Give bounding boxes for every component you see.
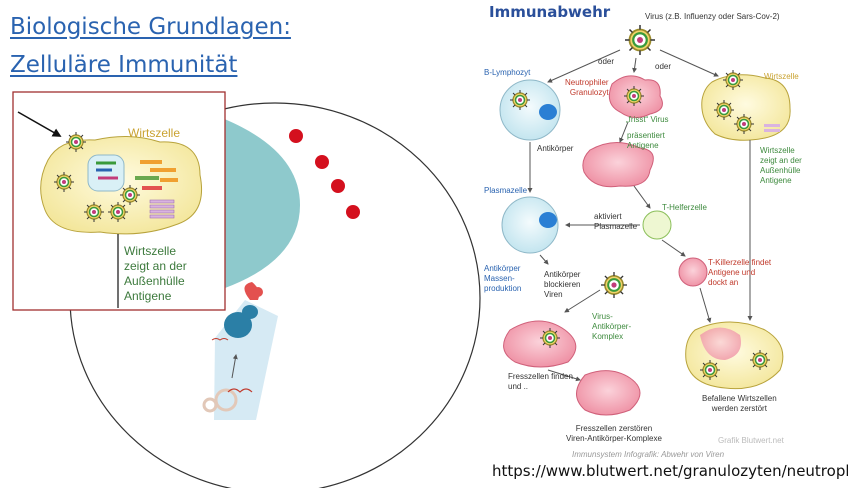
label-wirt-zeigt-line: Außenhülle bbox=[760, 166, 801, 175]
label-komplex-line: Antikörper- bbox=[592, 322, 632, 331]
label-fress-finden-line: Fresszellen finden bbox=[508, 372, 573, 381]
label-praesentiert-line: Antigene bbox=[627, 141, 659, 150]
label-credit: Grafik Blutwert.net bbox=[718, 436, 784, 445]
label-ak-block-line: blockieren bbox=[544, 280, 581, 289]
label-aktiviert-line: aktiviert bbox=[594, 212, 622, 221]
label-fress-zerst: Fresszellen zerstören Viren-Antikörper-K… bbox=[566, 424, 662, 444]
host-cell-inset bbox=[12, 91, 226, 311]
label-ak-block-line: Viren bbox=[544, 290, 563, 299]
label-oder-1: oder bbox=[598, 57, 615, 66]
label-befallene-line: werden zerstört bbox=[711, 404, 767, 413]
label-wirt-zeigt-line: zeigt an der bbox=[760, 156, 802, 165]
label-neutrophil: Neutrophiler Granulozyt bbox=[565, 78, 609, 98]
label-ak-massen-line: Massen- bbox=[484, 274, 515, 283]
inset-desc-line: Außenhülle bbox=[124, 274, 185, 288]
label-wirt-zeigt-line: Wirtszelle bbox=[760, 146, 795, 155]
label-wirt-zeigt: Wirtszelle zeigt an der Außenhülle Antig… bbox=[760, 146, 802, 186]
label-fress-zerst-line: Fresszellen zerstören bbox=[575, 424, 653, 433]
label-ak-block-line: Antikörper bbox=[544, 270, 581, 279]
label-oder-2: oder bbox=[655, 62, 672, 71]
label-fress-finden: Fresszellen finden und .. bbox=[508, 372, 573, 392]
infographic-title: Immunabwehr bbox=[489, 3, 611, 21]
label-ak-massen-line: produktion bbox=[484, 284, 522, 293]
ribosome-illustration bbox=[202, 282, 278, 420]
label-komplex: Virus- Antikörper- Komplex bbox=[592, 312, 631, 342]
label-wirt-zeigt-line: Antigene bbox=[760, 176, 792, 185]
label-praesentiert-line: präsentiert bbox=[627, 131, 665, 140]
inset-desc-line: Wirtszelle bbox=[124, 244, 177, 258]
inset-host-cell-label: Wirtszelle bbox=[128, 126, 181, 140]
slide-title-line1: Biologische Grundlagen: bbox=[10, 14, 291, 40]
label-t-killer-line: Antigene und bbox=[708, 268, 756, 277]
label-virus: Virus (z.B. Influenzy oder Sars-Cov-2) bbox=[645, 12, 780, 21]
infographic bbox=[499, 23, 791, 416]
label-komplex-line: Virus- bbox=[592, 312, 613, 321]
teal-nucleus-shape bbox=[222, 118, 300, 288]
label-neutrophil-line: Granulozyt bbox=[569, 88, 609, 97]
label-caption: Immunsystem Infografik: Abwehr von Viren bbox=[572, 450, 725, 459]
label-befallene-line: Befallene Wirtszellen bbox=[702, 394, 777, 403]
label-b-lymphozyt: B-Lymphozyt bbox=[484, 68, 531, 77]
label-aktiviert-line: Plasmazelle bbox=[594, 222, 638, 231]
inset-description: Wirtszelle zeigt an der Außenhülle Antig… bbox=[124, 244, 187, 304]
label-komplex-line: Komplex bbox=[592, 332, 624, 341]
label-t-killer-line: T-Killerzelle findet bbox=[708, 258, 772, 267]
inset-desc-line: Antigene bbox=[124, 289, 172, 303]
red-dots bbox=[289, 129, 360, 219]
inset-desc-line: zeigt an der bbox=[124, 259, 187, 273]
label-t-helferzelle: T-Helferzelle bbox=[662, 203, 707, 212]
label-frisst: „frisst“ Virus bbox=[626, 115, 669, 124]
label-t-killer: T-Killerzelle findet Antigene und dockt … bbox=[708, 258, 771, 288]
label-t-killer-line: dockt an bbox=[708, 278, 739, 287]
slide-title-line2: Zelluläre Immunität bbox=[10, 52, 238, 78]
label-fress-zerst-line: Viren-Antikörper-Komplexe bbox=[566, 434, 662, 443]
label-fress-finden-line: und .. bbox=[508, 382, 529, 391]
label-befallene: Befallene Wirtszellen werden zerstört bbox=[702, 394, 777, 414]
label-praesentiert: präsentiert Antigene bbox=[627, 131, 665, 151]
label-antikoerper: Antikörper bbox=[537, 144, 574, 153]
label-plasmazelle: Plasmazelle bbox=[484, 186, 528, 195]
label-wirtszelle: Wirtszelle bbox=[764, 72, 799, 81]
label-neutrophil-line: Neutrophiler bbox=[565, 78, 609, 87]
source-url[interactable]: https://www.blutwert.net/granulozyten/ne… bbox=[492, 462, 848, 480]
label-ak-massen-line: Antikörper bbox=[484, 264, 521, 273]
label-aktiviert: aktiviert Plasmazelle bbox=[594, 212, 637, 232]
label-ak-block: Antikörper blockieren Viren bbox=[544, 270, 580, 300]
label-ak-massen: Antikörper Massen- produktion bbox=[484, 264, 521, 294]
